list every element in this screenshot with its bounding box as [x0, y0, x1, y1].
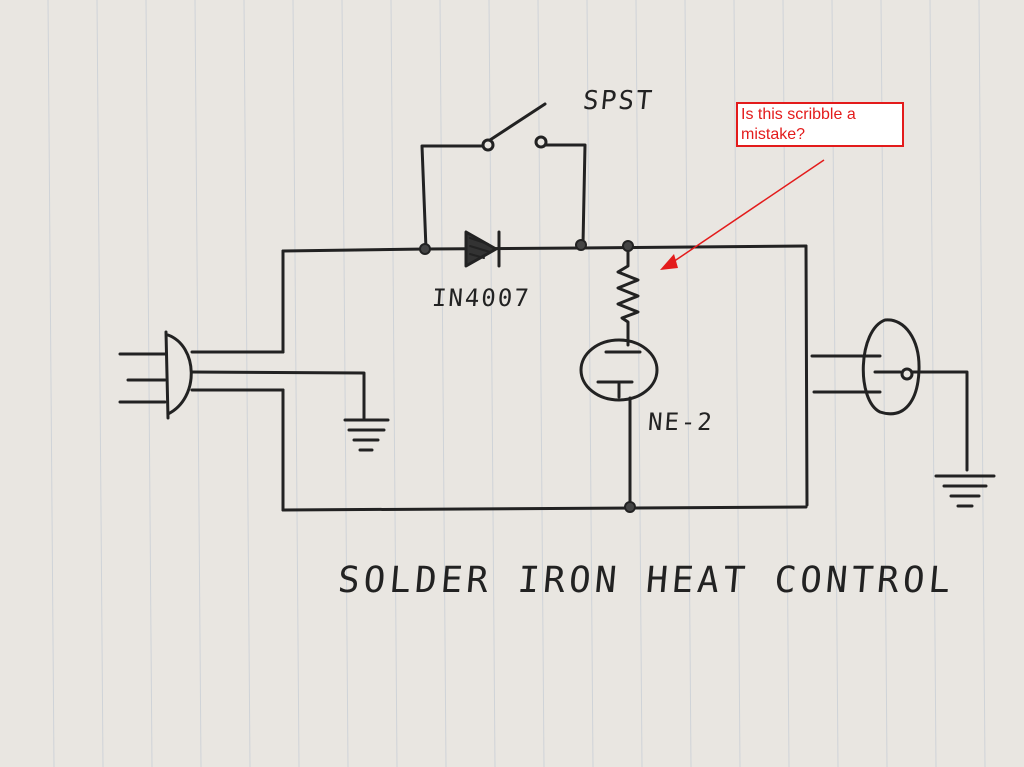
ruled-line [243, 0, 251, 767]
junction-dot [575, 239, 587, 251]
ruled-line [978, 0, 986, 767]
resistor-scribble [616, 246, 640, 347]
diode-label: IN4007 [431, 284, 532, 312]
ruled-line [439, 0, 447, 767]
annotation-callout: Is this scribble a mistake? [736, 102, 904, 147]
ruled-lines [47, 0, 986, 767]
switch-bypass-wire-right [539, 143, 587, 246]
annotation-arrow [660, 159, 825, 270]
outlet-symbol [810, 318, 969, 472]
ac-plug-symbol [118, 330, 366, 420]
ground-symbol-left [343, 418, 390, 452]
neon-lamp-label: NE-2 [647, 408, 715, 436]
ruled-line [929, 0, 937, 767]
ruled-line [733, 0, 741, 767]
spst-switch-symbol [481, 102, 548, 152]
diode-symbol [464, 230, 501, 268]
neon-lamp-symbol [579, 338, 659, 507]
switch-bypass-wire [420, 144, 488, 251]
ruled-line [586, 0, 594, 767]
ruled-line [47, 0, 55, 767]
ruled-line [684, 0, 692, 767]
ground-symbol-right [934, 474, 996, 508]
junction-dot [419, 243, 431, 255]
ruled-line [292, 0, 300, 767]
ruled-line [341, 0, 349, 767]
right-wire [804, 244, 809, 507]
junction-dot [624, 501, 636, 513]
diagram-title: SOLDER IRON HEAT CONTROL [336, 560, 956, 601]
ruled-line [488, 0, 496, 767]
bottom-rail-wire [281, 505, 808, 512]
ruled-line [390, 0, 398, 767]
ruled-line [537, 0, 545, 767]
junction-dot [622, 240, 634, 252]
ruled-line [145, 0, 153, 767]
switch-label: SPST [581, 86, 656, 116]
junction-dots [419, 239, 636, 513]
ruled-line [635, 0, 643, 767]
ruled-line [194, 0, 202, 767]
ruled-line [96, 0, 104, 767]
top-rail-wire [281, 244, 808, 253]
